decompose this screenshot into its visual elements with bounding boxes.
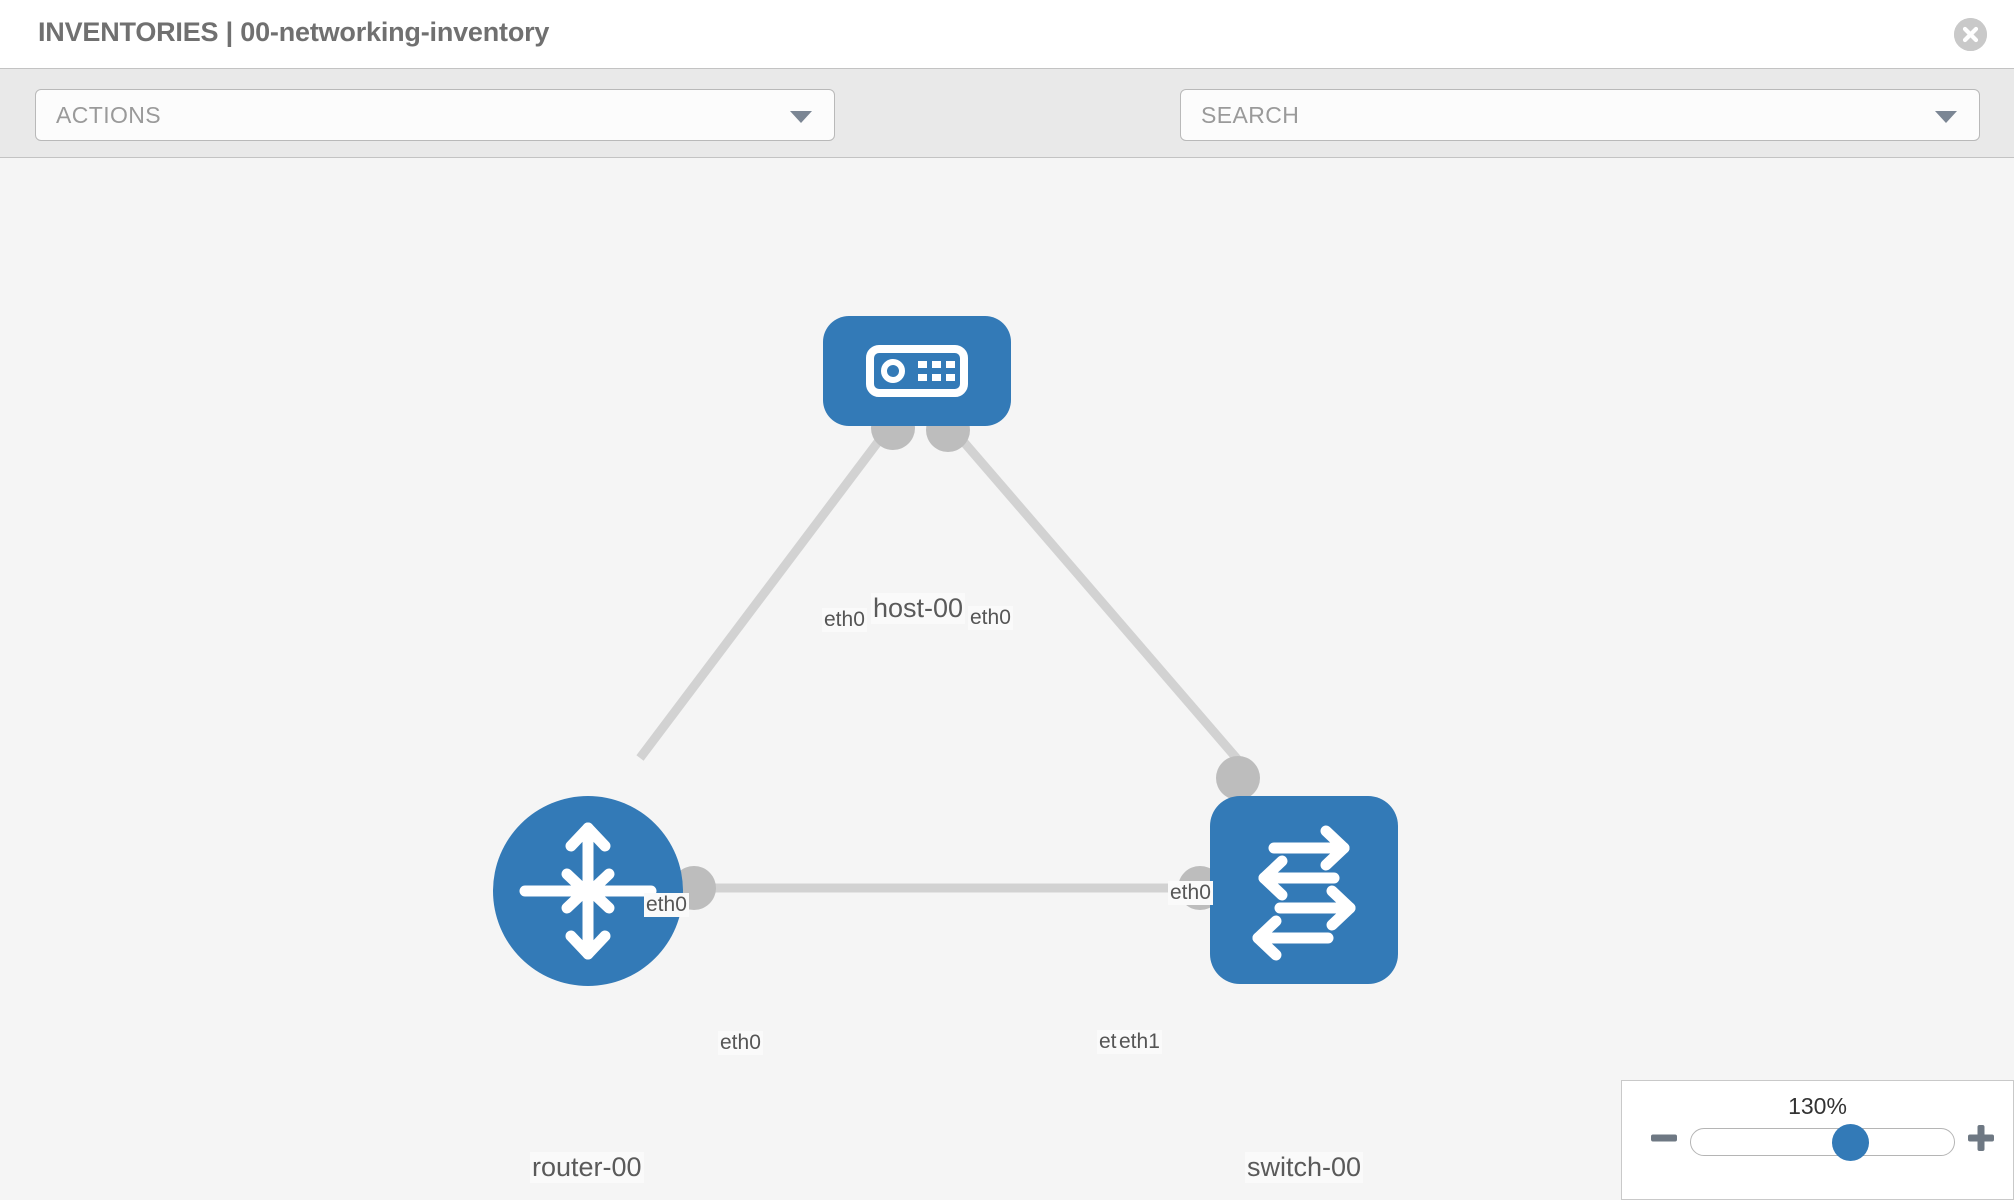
- page-header: INVENTORIES | 00-networking-inventory: [0, 0, 2014, 68]
- close-icon[interactable]: [1954, 18, 1987, 51]
- toolbar: ACTIONS SEARCH: [0, 68, 2014, 206]
- chevron-down-icon: [1935, 111, 1957, 123]
- actions-dropdown-label: ACTIONS: [56, 102, 162, 128]
- zoom-slider[interactable]: [1690, 1124, 1955, 1161]
- zoom-level-value: 130%: [1788, 1093, 1847, 1119]
- minus-icon[interactable]: [1649, 1123, 1679, 1158]
- edge-label: eth0: [968, 606, 1013, 630]
- search-placeholder: SEARCH: [1201, 102, 1300, 128]
- topology-edges: [636, 406, 1260, 910]
- page-title: INVENTORIES | 00-networking-inventory: [38, 17, 550, 47]
- edge-label: eth0: [644, 893, 689, 917]
- topology-node-label-host-00: host-00: [871, 593, 966, 624]
- chevron-down-icon: [790, 111, 812, 123]
- edge-label: eth0: [1168, 881, 1213, 905]
- topology-node-label-router-00: router-00: [530, 1152, 644, 1183]
- topology-node-switch-00[interactable]: [1210, 796, 1398, 984]
- actions-dropdown[interactable]: ACTIONS: [35, 89, 835, 141]
- topology-node-router-00[interactable]: [493, 796, 683, 986]
- search-input[interactable]: SEARCH: [1180, 89, 1980, 141]
- edge-label: eth0: [718, 1031, 763, 1055]
- edge-label: eth1: [1117, 1030, 1162, 1054]
- topology-node-host-00[interactable]: [823, 316, 1011, 426]
- zoom-slider-thumb[interactable]: [1832, 1124, 1870, 1161]
- topology-node-label-switch-00: switch-00: [1245, 1152, 1364, 1183]
- zoom-control-panel: 130%: [1621, 1080, 2014, 1200]
- topology-canvas[interactable]: host-00 router-00 switch-00 eth0 eth0 et…: [0, 158, 2014, 1200]
- edge-label: eth0: [822, 608, 867, 632]
- plus-icon[interactable]: [1966, 1123, 1996, 1158]
